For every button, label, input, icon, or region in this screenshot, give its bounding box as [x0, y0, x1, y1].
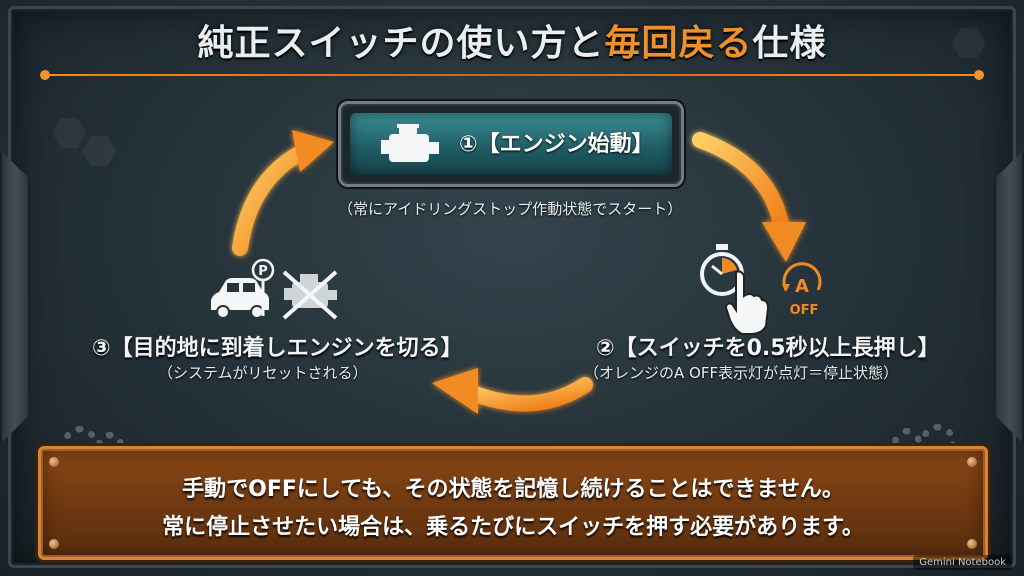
- parking-letter: P: [258, 264, 268, 279]
- title-main: 純正スイッチの使い方と: [197, 23, 605, 64]
- step3-label: ③【目的地に到着しエンジンを切る】: [92, 336, 463, 361]
- title-highlight: 毎回戻る: [604, 23, 753, 64]
- rivet: [49, 539, 59, 549]
- step2-label: ②【スイッチを0.5秒以上長押し】: [596, 336, 940, 361]
- watermark: Gemini Notebook: [913, 555, 1012, 570]
- step1-caption: （常にアイドリングストップ作動状態でスタート）: [338, 200, 683, 218]
- step2-caption: （オレンジのA OFF表示灯が点灯＝停止状態）: [584, 364, 899, 382]
- auto-stop-off-indicator-icon: A OFF: [782, 262, 822, 318]
- arrow-step3-to-step1: [232, 130, 334, 256]
- step3-caption: （システムがリセットされる）: [158, 364, 368, 382]
- pointing-hand-icon: [724, 270, 770, 335]
- hex-decoration: [952, 28, 986, 58]
- engine-off-icon: [282, 270, 338, 320]
- rivet: [49, 457, 59, 467]
- rivet: [967, 457, 977, 467]
- page-title: 純正スイッチの使い方と毎回戻る仕様: [0, 14, 1024, 66]
- engine-icon: [381, 124, 439, 162]
- note-line-1: 手動でOFFにしても、その状態を記憶し続けることはできません。: [182, 477, 844, 502]
- parking-sign-icon: P: [251, 258, 275, 316]
- right-bracket: [994, 150, 1024, 444]
- title-underline: [44, 74, 980, 76]
- title-tail: 仕様: [752, 23, 827, 64]
- title-dot-left: [40, 70, 50, 80]
- indicator-letter: A: [795, 276, 809, 297]
- rivet: [967, 539, 977, 549]
- arrow-step1-to-step2: [692, 132, 806, 262]
- step1-panel: ①【エンジン始動】: [338, 101, 684, 187]
- title-dot-right: [974, 70, 984, 80]
- step1-label: ①【エンジン始動】: [459, 132, 654, 157]
- note-line-2: 常に停止させたい場合は、乗るたびにスイッチを押す必要があります。: [162, 515, 864, 540]
- note-panel: 手動でOFFにしても、その状態を記憶し続けることはできません。 常に停止させたい…: [38, 446, 988, 560]
- indicator-text: OFF: [790, 303, 819, 318]
- arrow-step2-to-step3: [432, 368, 593, 414]
- car-icon: [211, 278, 269, 319]
